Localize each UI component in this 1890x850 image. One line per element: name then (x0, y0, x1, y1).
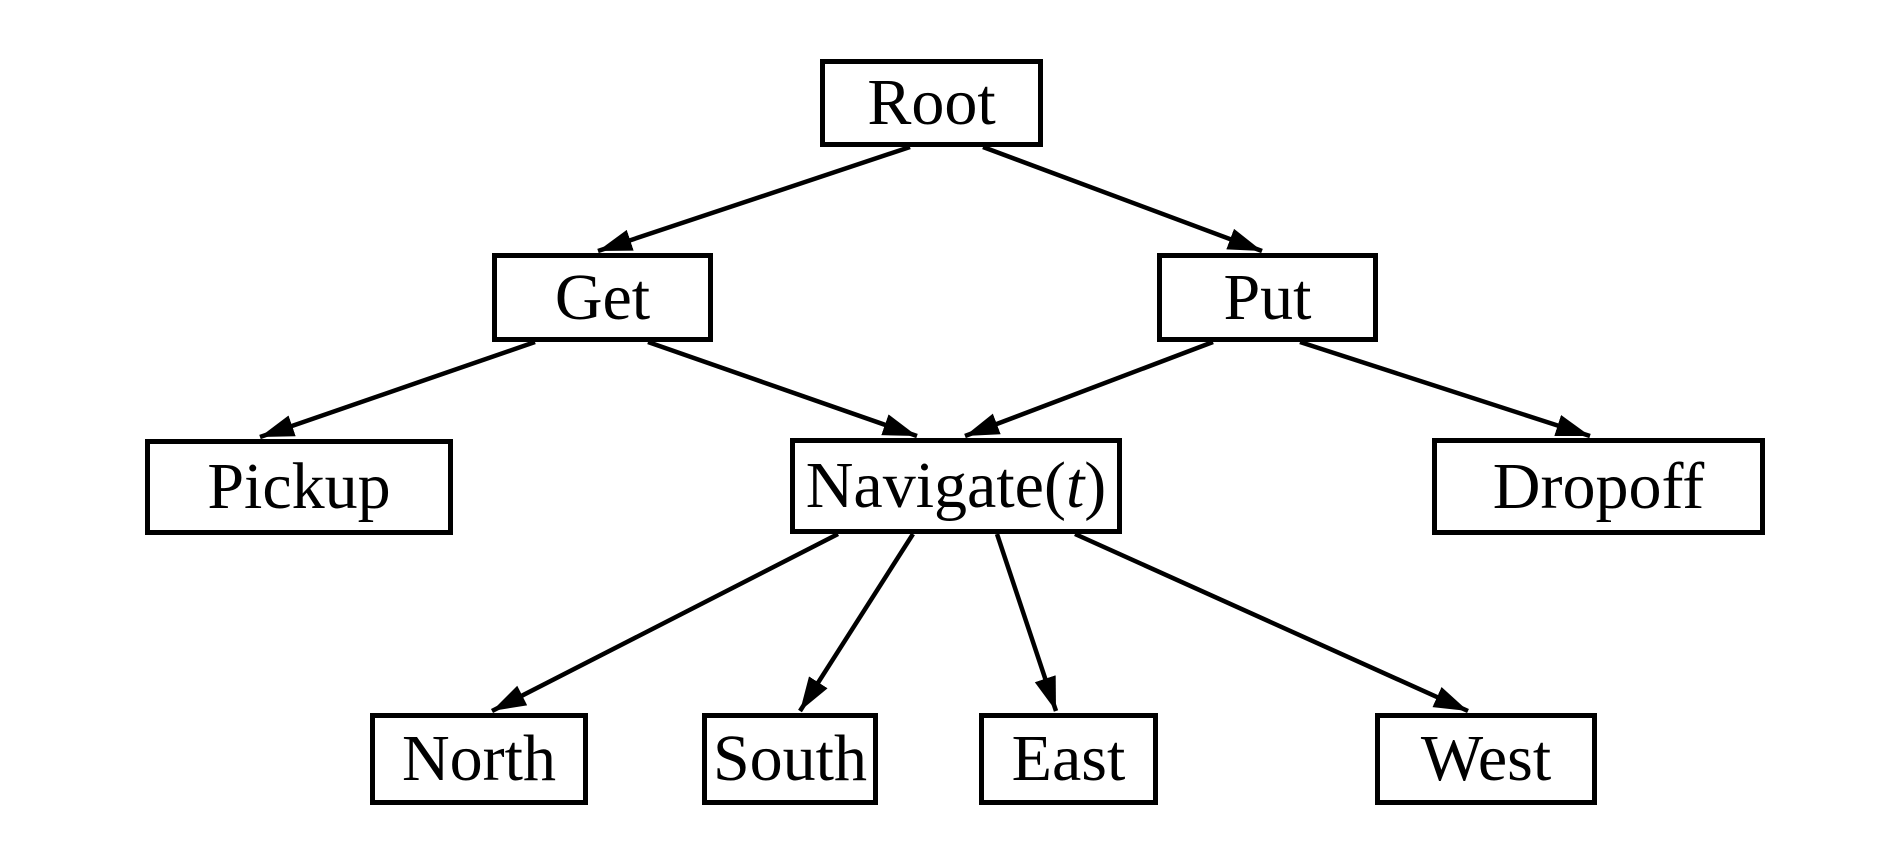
node-put-label: Put (1223, 260, 1312, 334)
node-dropoff: Dropoff (1432, 438, 1765, 535)
node-get: Get (492, 253, 713, 342)
node-east: East (979, 713, 1158, 805)
node-get-label: Get (554, 260, 651, 334)
edge-navigate-east (994, 533, 1059, 712)
node-west: West (1375, 713, 1597, 805)
edge-navigate-west (1074, 531, 1469, 714)
node-south-label: South (712, 722, 868, 795)
node-dropoff-label: Dropoff (1492, 449, 1705, 523)
node-root-label: Root (867, 66, 996, 139)
node-navigate-label: Navigate(t) (805, 449, 1107, 522)
node-pickup-label: Pickup (207, 450, 391, 523)
node-east-label: East (1011, 722, 1126, 795)
node-north: North (370, 713, 588, 805)
node-south: South (702, 713, 878, 805)
edge-root-put (982, 144, 1263, 254)
edge-put-dropoff (1299, 339, 1591, 439)
edge-get-navigate (647, 339, 918, 439)
node-pickup: Pickup (145, 439, 453, 535)
edge-put-navigate (964, 339, 1214, 439)
edge-navigate-south (798, 532, 915, 713)
edge-navigate-north (490, 531, 840, 714)
edge-get-pickup (259, 339, 536, 440)
node-north-label: North (402, 722, 556, 795)
node-put: Put (1157, 253, 1378, 342)
node-navigate-param: t (1065, 449, 1085, 522)
node-root: Root (820, 59, 1043, 147)
edge-root-get (597, 144, 911, 254)
node-west-label: West (1420, 722, 1552, 795)
node-navigate: Navigate(t) (790, 438, 1122, 534)
